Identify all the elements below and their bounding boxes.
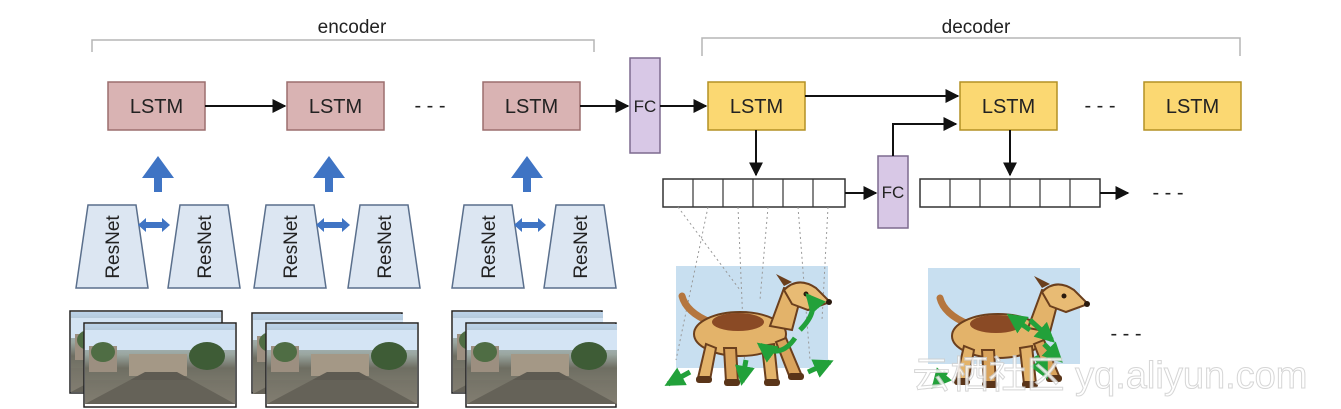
- decoder-lstm-1: LSTM: [707, 81, 806, 131]
- encoder-lstm-3: LSTM: [482, 81, 581, 131]
- double-arrow-3: [514, 218, 546, 232]
- motion-arrows-2: [931, 313, 1063, 390]
- up-arrow-1: [142, 156, 174, 192]
- svg-text:ResNet: ResNet: [103, 215, 124, 279]
- svg-text:FC: FC: [882, 183, 905, 202]
- encoder-lstm-2: LSTM: [286, 81, 385, 131]
- double-arrow-1: [138, 218, 170, 232]
- svg-text:LSTM: LSTM: [130, 96, 183, 118]
- dog-panel-1: [664, 206, 834, 387]
- decoder-label: decoder: [942, 17, 1011, 38]
- svg-text:FC: FC: [634, 97, 657, 116]
- watermark: 云栖社区 yq.aliyun.com: [913, 355, 1308, 397]
- svg-text:LSTM: LSTM: [730, 96, 783, 118]
- fc-box-2: FC: [877, 155, 909, 229]
- svg-text:ResNet: ResNet: [479, 215, 500, 279]
- output-vector-1: [662, 178, 846, 208]
- frame-pair-1: [69, 310, 237, 408]
- svg-text:ResNet: ResNet: [571, 215, 592, 279]
- resnet-1a: ResNet: [75, 204, 149, 289]
- svg-text:LSTM: LSTM: [505, 96, 558, 118]
- frame-pair-3: [451, 310, 617, 408]
- double-arrow-2: [316, 218, 350, 232]
- frames-ellipsis: - - -: [1110, 323, 1141, 345]
- motion-arrows-1: [664, 292, 834, 387]
- fc-box-1: FC: [629, 57, 661, 154]
- frame-pair-2: [251, 312, 419, 408]
- decoder-bracket: [701, 37, 1241, 56]
- up-arrow-3: [511, 156, 543, 192]
- arrow-fc2-dlstm2: [892, 117, 958, 156]
- decoder-lstm-2: LSTM: [959, 81, 1058, 131]
- resnet-3a: ResNet: [451, 204, 525, 289]
- vector-ellipsis: - - -: [1152, 182, 1183, 204]
- encoder-bracket: [91, 39, 595, 52]
- resnet-2b: ResNet: [347, 204, 421, 289]
- svg-text:LSTM: LSTM: [1166, 96, 1219, 118]
- svg-text:ResNet: ResNet: [195, 215, 216, 279]
- svg-text:ResNet: ResNet: [375, 215, 396, 279]
- encoder-lstm-1: LSTM: [107, 81, 206, 131]
- dog-panel-2: [928, 268, 1090, 388]
- resnet-1b: ResNet: [167, 204, 241, 289]
- svg-text:LSTM: LSTM: [309, 96, 362, 118]
- svg-text:ResNet: ResNet: [281, 215, 302, 279]
- resnet-2a: ResNet: [253, 204, 327, 289]
- svg-text:LSTM: LSTM: [982, 96, 1035, 118]
- encoder-ellipsis: - - -: [414, 95, 445, 117]
- decoder-ellipsis: - - -: [1084, 95, 1115, 117]
- encoder-label: encoder: [318, 17, 387, 38]
- up-arrow-2: [313, 156, 345, 192]
- output-vector-2: [919, 178, 1101, 208]
- resnet-3b: ResNet: [543, 204, 617, 289]
- decoder-lstm-3: LSTM: [1143, 81, 1242, 131]
